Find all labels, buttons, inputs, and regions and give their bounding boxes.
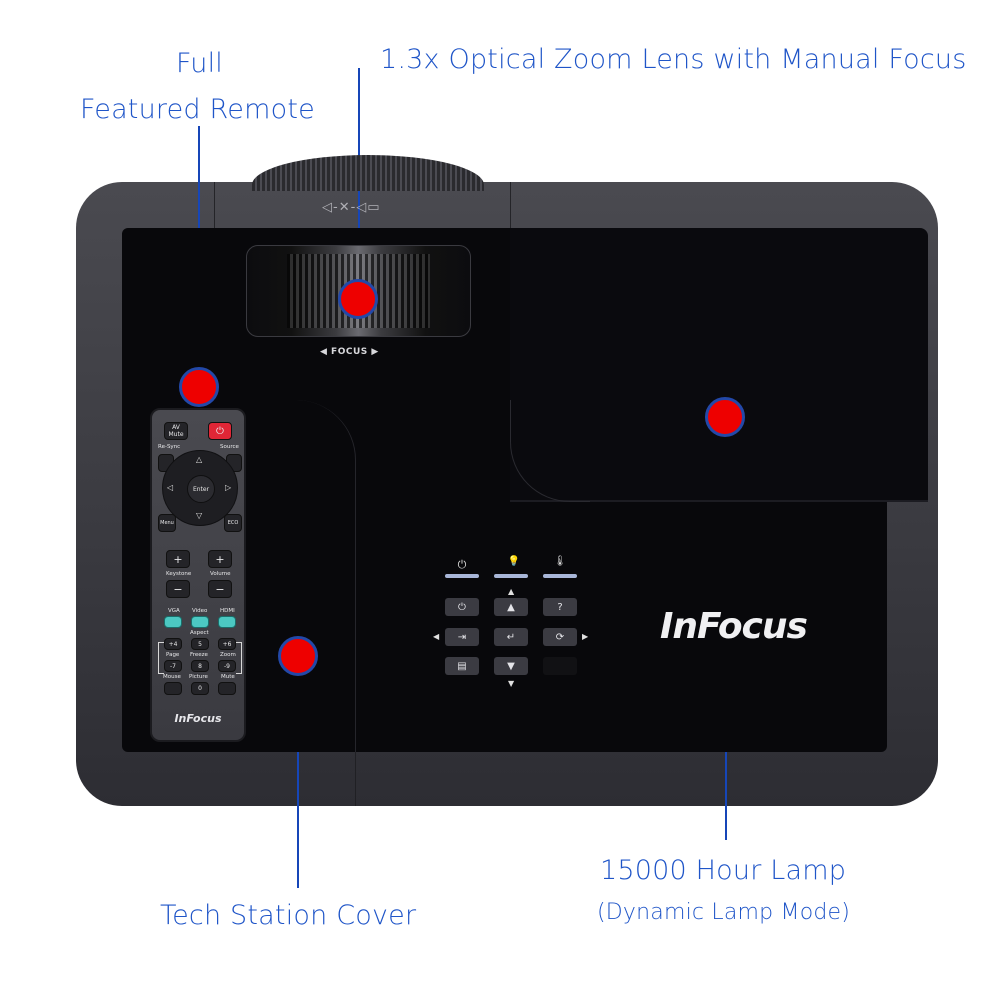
source-key[interactable]: ⇥ — [445, 628, 479, 646]
remote-brand-logo: InFocus — [174, 712, 222, 725]
resync-key[interactable]: ⟳ — [543, 628, 577, 646]
left-arrow-icon[interactable]: ◁ — [167, 483, 174, 492]
key-6-button[interactable]: +6 — [218, 638, 236, 650]
keystone-plus-button[interactable]: + — [166, 550, 190, 568]
enter-key[interactable]: ↵ — [494, 628, 528, 646]
body-seam — [355, 752, 356, 806]
source-label: Source — [220, 444, 239, 450]
left-arrow-icon: ◀ — [433, 632, 440, 641]
aspect-label: Aspect — [190, 630, 209, 636]
key-0-button[interactable]: 0 — [191, 682, 209, 695]
keystone-minus-button[interactable]: − — [166, 580, 190, 598]
hdmi-button[interactable] — [218, 616, 236, 628]
lamp-led — [494, 574, 528, 578]
body-seam — [510, 182, 511, 228]
down-arrow-icon: ▼ — [508, 679, 515, 688]
tech-station-cover[interactable] — [200, 400, 356, 752]
body-seam — [214, 182, 215, 228]
callout-lamp-line1: 15000 Hour Lamp — [600, 855, 847, 886]
callout-lamp-line2: (Dynamic Lamp Mode) — [597, 900, 851, 925]
right-arrow-icon: ▶ — [582, 632, 589, 641]
power-button[interactable]: ⏻ — [208, 422, 232, 440]
menu-key[interactable]: ▤ — [445, 657, 479, 675]
mouse-label: Mouse — [163, 674, 181, 680]
lamp-led-icon: 💡 — [507, 556, 521, 567]
eco-button[interactable]: ECO — [224, 514, 242, 532]
volume-plus-button[interactable]: + — [208, 550, 232, 568]
picture-label: Picture — [189, 674, 208, 680]
temperature-led — [543, 574, 577, 578]
key-7-button[interactable]: -7 — [164, 660, 182, 672]
resync-label: Re-Sync — [158, 444, 181, 450]
down-arrow-icon[interactable]: ▽ — [196, 511, 203, 520]
zoom-label: Zoom — [220, 652, 236, 658]
marker-remote — [179, 367, 219, 407]
up-arrow-icon: ▲ — [508, 587, 515, 596]
callout-tech-station: Tech Station Cover — [160, 900, 417, 931]
zoom-bracket — [236, 642, 242, 674]
menu-button[interactable]: Menu — [158, 514, 176, 532]
zoom-direction-icon: ◁-✕-◁▭ — [322, 200, 381, 215]
power-key[interactable]: ⏻ — [445, 598, 479, 616]
hdmi-label: HDMI — [220, 608, 235, 614]
projector-brand-logo: InFocus — [660, 606, 808, 647]
callout-lens: 1.3x Optical Zoom Lens with Manual Focus — [380, 44, 967, 75]
ir-receiver — [543, 657, 577, 675]
vga-button[interactable] — [164, 616, 182, 628]
callout-line-tech-station — [297, 658, 299, 888]
video-button[interactable] — [191, 616, 209, 628]
av-mute-button[interactable]: AV Mute — [164, 422, 188, 440]
focus-label: ◀ FOCUS ▶ — [320, 347, 379, 357]
key-4-button[interactable]: +4 — [164, 638, 182, 650]
enter-button[interactable]: Enter — [187, 475, 215, 503]
power-led — [445, 574, 479, 578]
vga-label: VGA — [168, 608, 180, 614]
key-5-button[interactable]: 5 — [191, 638, 209, 650]
temperature-led-icon: 🌡 — [553, 556, 567, 567]
up-arrow-icon[interactable]: △ — [196, 455, 203, 464]
volume-label: Volume — [210, 571, 231, 577]
marker-lens — [338, 279, 378, 319]
up-key[interactable]: ▲ — [494, 598, 528, 616]
marker-lamp — [705, 397, 745, 437]
down-key[interactable]: ▼ — [494, 657, 528, 675]
callout-remote-line1: Full — [176, 48, 223, 79]
keystone-label: Keystone — [166, 571, 192, 577]
marker-tech-station — [278, 636, 318, 676]
key-8-button[interactable]: 8 — [191, 660, 209, 672]
remote-control[interactable]: AV Mute ⏻ Re-Sync Source △ ▽ ◁ ▷ Enter M… — [150, 408, 246, 742]
mouse-button[interactable] — [164, 682, 182, 695]
navigation-pad[interactable]: △ ▽ ◁ ▷ Enter — [162, 450, 238, 526]
key-9-button[interactable]: -9 — [218, 660, 236, 672]
power-led-icon: ⏻ — [457, 558, 467, 571]
freeze-label: Freeze — [190, 652, 208, 658]
volume-minus-button[interactable]: − — [208, 580, 232, 598]
zoom-ring[interactable] — [252, 155, 484, 191]
page-label: Page — [166, 652, 180, 658]
page-bracket — [158, 642, 164, 674]
mute-label: Mute — [221, 674, 235, 680]
help-key[interactable]: ? — [543, 598, 577, 616]
mute-button[interactable] — [218, 682, 236, 695]
callout-remote-line2: Featured Remote — [80, 94, 315, 125]
right-arrow-icon[interactable]: ▷ — [225, 483, 232, 492]
video-label: Video — [192, 608, 208, 614]
